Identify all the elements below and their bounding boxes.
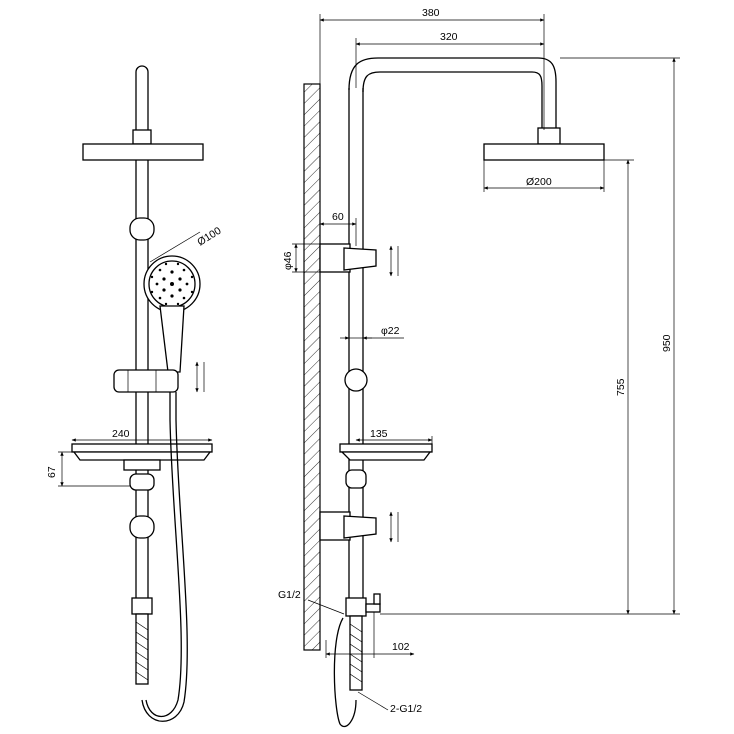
side-hose-loop bbox=[333, 617, 357, 728]
front-top-pipe bbox=[135, 65, 149, 130]
side-shelf-tray bbox=[340, 451, 432, 461]
svg-text:380: 380 bbox=[422, 7, 440, 19]
side-diverter-knob bbox=[365, 603, 381, 613]
side-head-connector bbox=[537, 127, 561, 145]
side-shelf-top bbox=[339, 443, 433, 453]
svg-text:2-G1/2: 2-G1/2 bbox=[390, 703, 422, 715]
side-inlet-hose bbox=[349, 615, 363, 691]
dim-shelf-width: 240 bbox=[71, 428, 213, 442]
front-lower-fitting bbox=[129, 473, 155, 491]
front-shelf-clamp bbox=[123, 459, 161, 471]
side-upper-bracket bbox=[343, 247, 377, 271]
svg-text:240: 240 bbox=[112, 428, 130, 440]
side-arm-outer bbox=[348, 57, 557, 130]
dim-bar-length-inner: 320 bbox=[355, 31, 545, 88]
front-slider-bracket bbox=[113, 369, 179, 393]
front-upper-bracket bbox=[129, 217, 155, 241]
dim-head-diameter: Ø200 bbox=[483, 160, 605, 192]
front-overhead-shower bbox=[82, 143, 204, 161]
dim-shelf-height: 67 bbox=[46, 451, 130, 487]
wall bbox=[303, 83, 321, 651]
front-view: Ø100 240 67 bbox=[46, 65, 224, 722]
dim-bracket-diameter: φ46 bbox=[282, 243, 320, 273]
dim-pipe-diameter: φ22 bbox=[340, 325, 404, 340]
svg-text:135: 135 bbox=[370, 428, 388, 440]
side-slide-arrow-lower bbox=[389, 511, 399, 543]
front-slide-arrow bbox=[195, 361, 205, 393]
svg-text:φ22: φ22 bbox=[381, 325, 400, 337]
front-handshower-hose bbox=[145, 392, 182, 717]
side-overhead-shower bbox=[483, 143, 605, 161]
front-shelf-top bbox=[71, 443, 213, 453]
front-head-connector bbox=[132, 129, 152, 145]
label-inlet-thread: G1/2 bbox=[278, 589, 345, 615]
dim-shelf-depth: 135 bbox=[355, 428, 433, 444]
svg-text:60: 60 bbox=[332, 211, 344, 223]
side-arm-inner bbox=[362, 71, 543, 130]
svg-text:950: 950 bbox=[661, 334, 673, 352]
svg-text:320: 320 bbox=[440, 31, 458, 43]
svg-text:Ø200: Ø200 bbox=[526, 176, 552, 188]
side-slide-arrow-upper bbox=[389, 245, 399, 277]
dim-handshower-diameter: Ø100 bbox=[149, 225, 224, 263]
svg-text:φ46: φ46 bbox=[282, 251, 294, 270]
dim-bar-length-outer: 380 bbox=[319, 7, 545, 130]
svg-text:755: 755 bbox=[615, 378, 627, 396]
svg-text:67: 67 bbox=[46, 466, 58, 478]
front-lower-bracket bbox=[129, 515, 155, 539]
svg-text:102: 102 bbox=[392, 641, 410, 653]
svg-text:G1/2: G1/2 bbox=[278, 589, 301, 601]
front-inlet-hose bbox=[135, 613, 149, 685]
side-slider-ball bbox=[344, 368, 368, 392]
label-hose-threads: 2-G1/2 bbox=[357, 691, 422, 715]
front-shelf-tray bbox=[72, 451, 212, 461]
dim-wall-offset: 60 bbox=[319, 211, 357, 246]
side-shelf-clamp bbox=[345, 469, 367, 489]
dim-total-height: 950 bbox=[380, 57, 680, 615]
dim-inlet-offset: 102 bbox=[325, 612, 415, 658]
front-handshower-handle bbox=[159, 305, 185, 373]
side-diverter bbox=[345, 597, 367, 617]
side-view: 380 320 Ø200 950 755 60 bbox=[278, 7, 680, 728]
handshower-nozzles bbox=[150, 262, 194, 306]
dim-height-to-head: 755 bbox=[604, 159, 634, 615]
front-diverter bbox=[131, 597, 153, 615]
side-lower-bracket bbox=[343, 515, 377, 539]
svg-text:Ø100: Ø100 bbox=[195, 225, 223, 249]
